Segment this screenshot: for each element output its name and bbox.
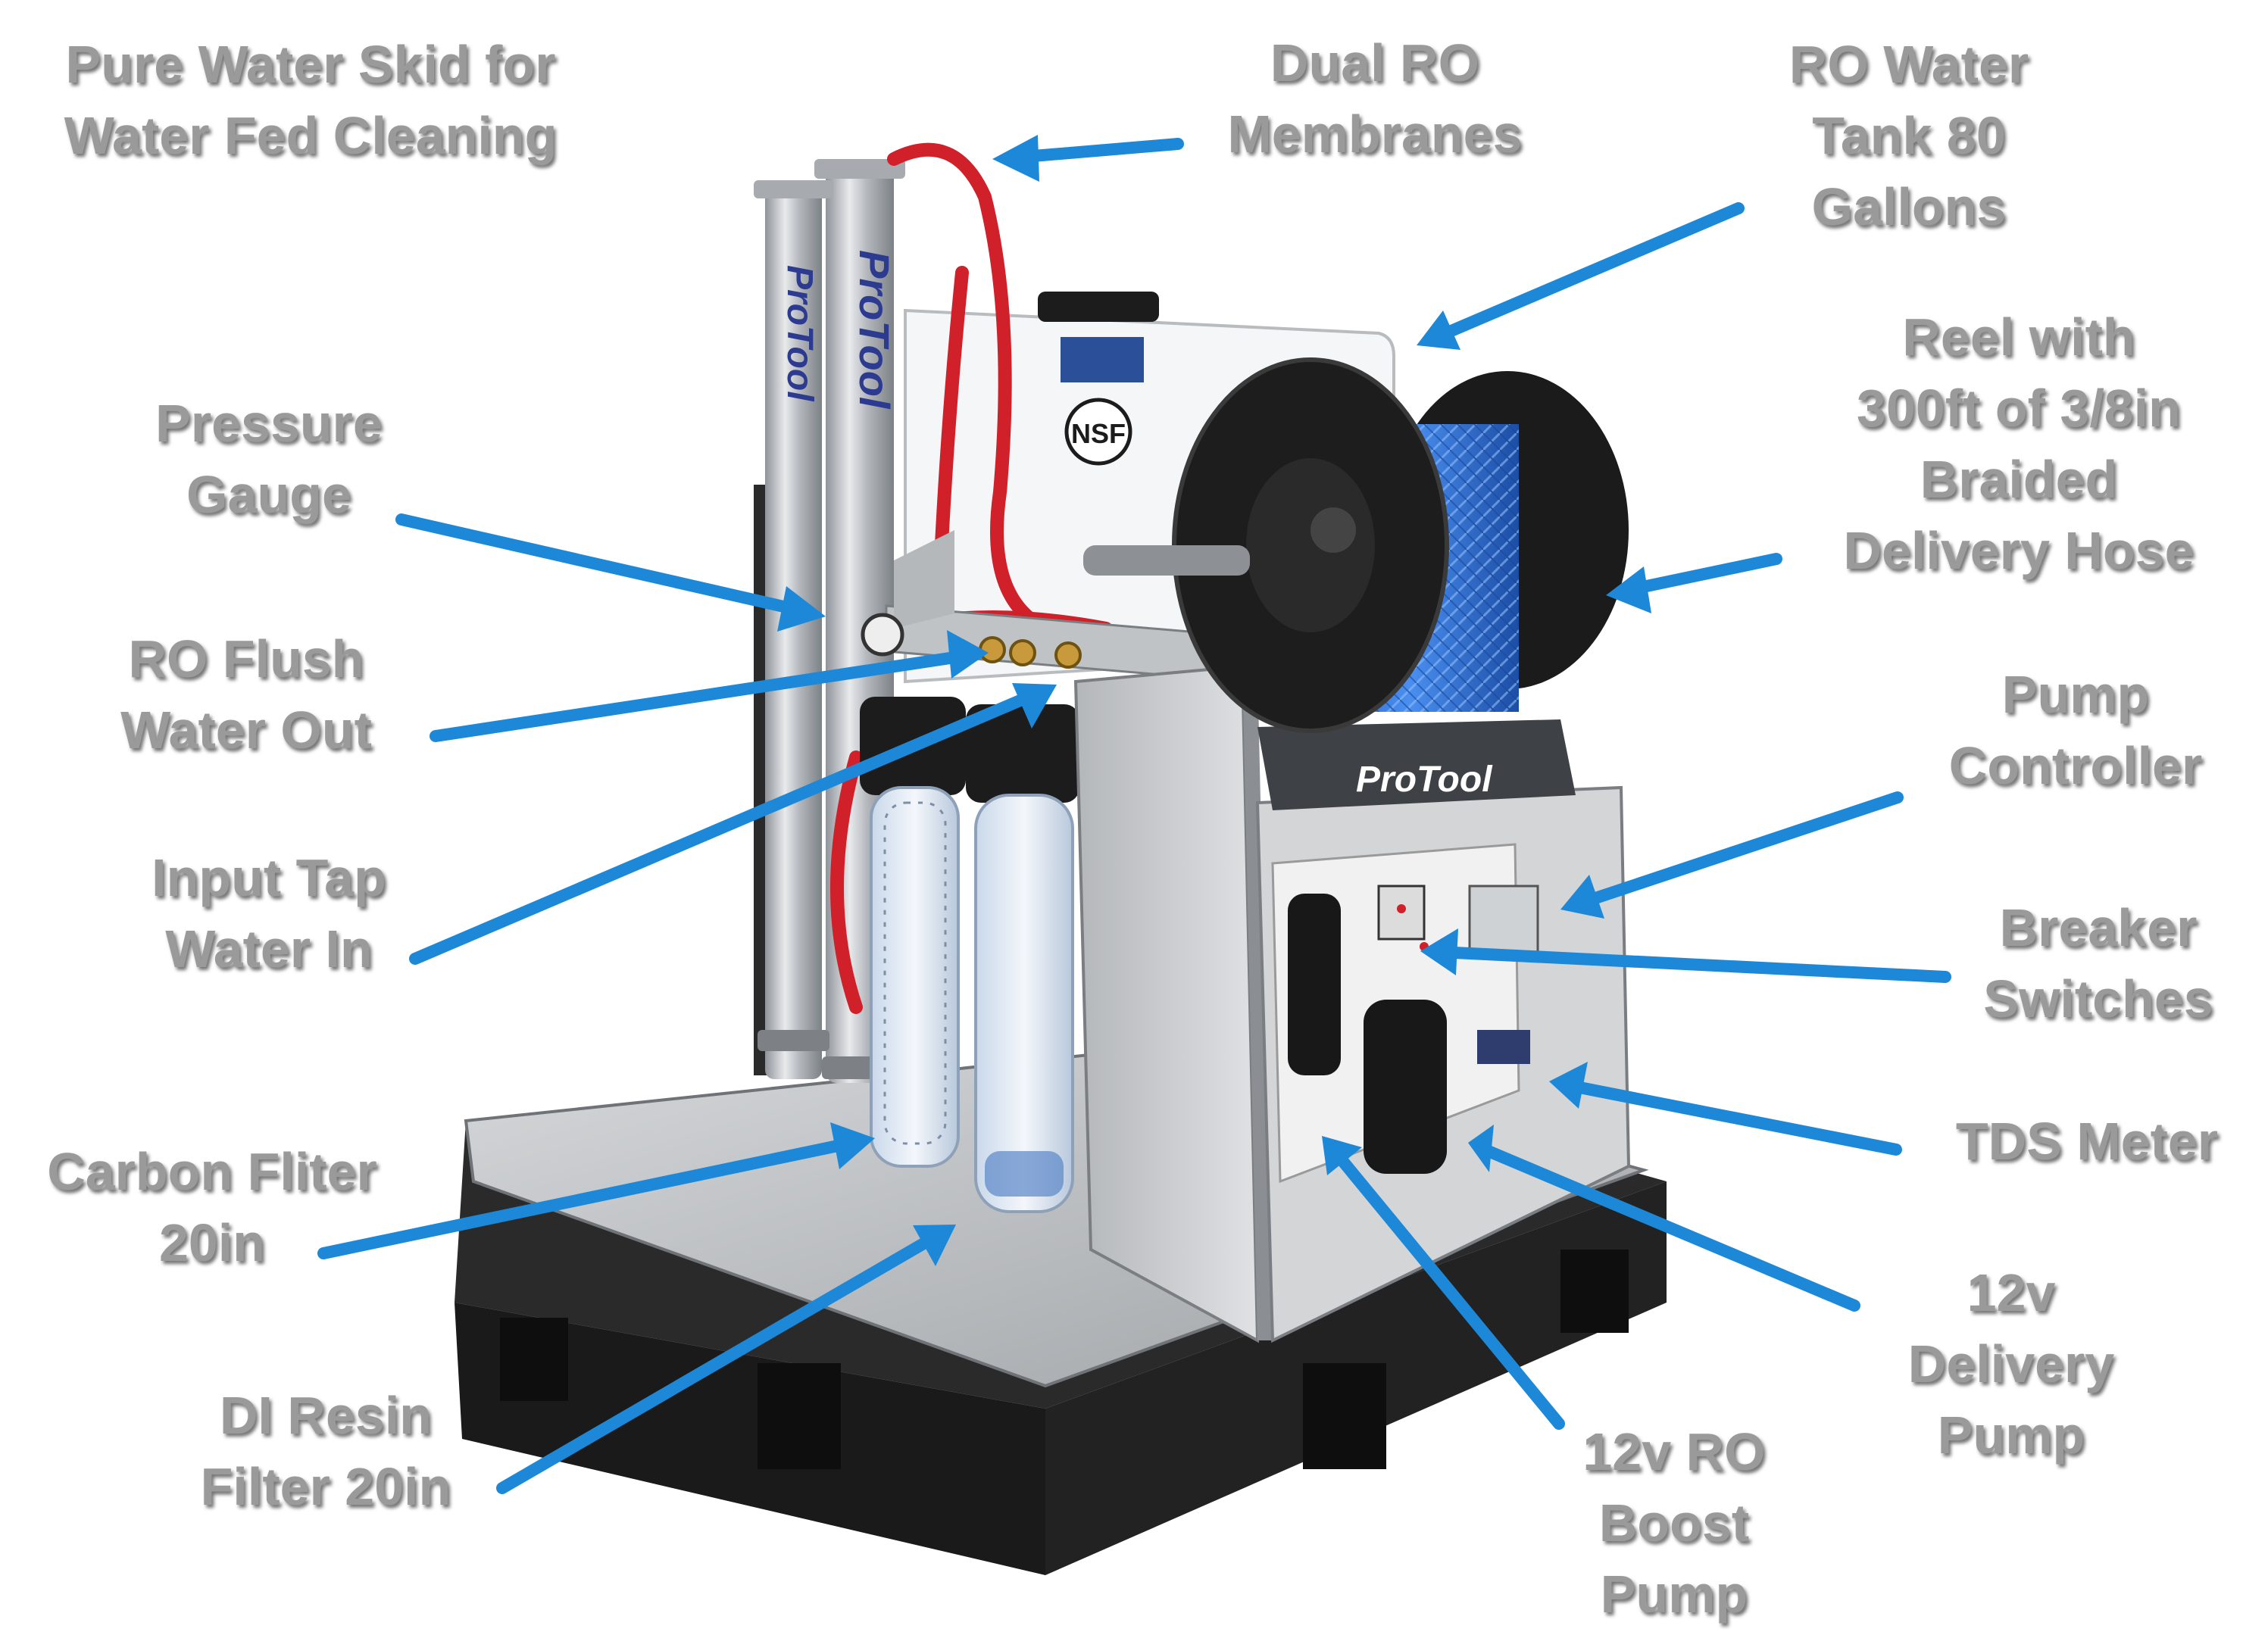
callout-pressure-gauge: Pressure Gauge xyxy=(114,388,424,530)
arrow-tds xyxy=(1562,1079,1902,1156)
arrow-boost-pump xyxy=(1327,1144,1565,1430)
callout-line: Carbon Fliter xyxy=(47,1142,377,1201)
swivel-inlet xyxy=(1083,545,1250,576)
arrow-dual-ro xyxy=(1009,138,1184,164)
callout-line: Water Out xyxy=(120,700,372,760)
membrane-brand-text: ProTool xyxy=(851,250,898,410)
boost-pump-body xyxy=(1288,894,1341,1075)
delivery-pump-body xyxy=(1364,1000,1447,1174)
callout-line: Reel with xyxy=(1902,307,2135,367)
callout-di-resin-filter: DI Resin Filter 20in xyxy=(167,1380,485,1522)
callout-line: 12v xyxy=(1967,1263,2056,1322)
pump-controller-box xyxy=(1468,885,1539,956)
filter-housings xyxy=(860,697,1079,1213)
title-line: Pure Water Skid for xyxy=(65,35,556,94)
membrane-brand-text-2: ProTool xyxy=(779,265,820,402)
callout-line: 20in xyxy=(158,1213,266,1272)
pressure-gauge-dial xyxy=(861,613,904,657)
callout-line: 12v RO xyxy=(1582,1422,1766,1481)
carbon-filter-canister xyxy=(870,786,960,1168)
arrow-ro-tank xyxy=(1426,202,1745,345)
callout-line: Boost xyxy=(1598,1493,1750,1552)
diagram-title: Pure Water Skid for Water Fed Cleaning xyxy=(23,29,598,171)
arrow-carbon xyxy=(317,1136,862,1259)
callout-line: 300ft of 3/8in xyxy=(1857,379,2181,438)
arrow-di-resin xyxy=(496,1228,945,1494)
callout-line: Braided xyxy=(1920,450,2118,509)
callout-dual-ro-membranes: Dual RO Membranes xyxy=(1178,27,1572,170)
callout-line: DI Resin xyxy=(219,1386,433,1445)
callout-12v-delivery-pump: 12v Delivery Pump xyxy=(1886,1257,2136,1471)
arrow-pressure-gauge xyxy=(395,513,813,618)
arrow-reel xyxy=(1619,553,1782,597)
callout-line: Gallons xyxy=(1811,177,2007,236)
callout-line: Input Tap xyxy=(152,848,386,907)
callout-line: Filter 20in xyxy=(200,1457,451,1516)
callout-line: Water In xyxy=(165,919,373,978)
reel-brand-text: ProTool xyxy=(1356,760,1493,800)
callout-line: Pressure xyxy=(155,394,383,453)
callout-line: Membranes xyxy=(1227,105,1523,164)
callout-line: Tank 80 xyxy=(1812,106,2006,165)
reel-base: ProTool xyxy=(1257,719,1576,810)
callout-arrows xyxy=(317,138,1951,1494)
callout-line: Gauge xyxy=(186,465,351,524)
arrow-delivery-pump xyxy=(1479,1144,1860,1312)
callout-line: RO Water xyxy=(1788,35,2029,94)
callout-line: Pump xyxy=(1937,1406,2085,1465)
arrow-breaker xyxy=(1433,946,1951,983)
callout-line: TDS Meter xyxy=(1955,1112,2219,1171)
callout-input-tap-water-in: Input Tap Water In xyxy=(114,842,424,984)
side-panel xyxy=(1073,664,1273,1343)
callout-line: Pump xyxy=(2001,665,2150,724)
callout-line: Delivery Hose xyxy=(1843,521,2195,580)
callout-line: Switches xyxy=(1983,969,2213,1028)
tank-label-text: NSF xyxy=(1071,418,1126,449)
callout-tds-meter: TDS Meter xyxy=(1917,1106,2257,1177)
arrow-ro-flush xyxy=(430,649,976,742)
callout-ro-water-tank: RO Water Tank 80 Gallons xyxy=(1746,29,2072,242)
callout-carbon-filter: Carbon Fliter 20in xyxy=(15,1136,409,1278)
arrow-pump-controller xyxy=(1573,791,1904,910)
callout-line: RO Flush xyxy=(128,629,364,688)
callout-arrowheads xyxy=(777,135,1651,1266)
callout-line: Controller xyxy=(1948,736,2203,795)
title-line: Water Fed Cleaning xyxy=(64,106,558,165)
callout-ro-flush-water-out: RO Flush Water Out xyxy=(76,623,417,766)
arrow-input-tap xyxy=(409,687,1044,965)
hose-reel xyxy=(1083,357,1629,733)
callout-line: Breaker xyxy=(1999,898,2198,957)
callout-hose-reel: Reel with 300ft of 3/8in Braided Deliver… xyxy=(1807,301,2231,586)
callout-pump-controller: Pump Controller xyxy=(1909,659,2242,801)
callout-line: Pump xyxy=(1600,1565,1748,1624)
callout-12v-ro-boost-pump: 12v RO Boost Pump xyxy=(1553,1416,1795,1630)
callout-line: Delivery xyxy=(1907,1334,2115,1393)
di-resin-filter-canister xyxy=(974,794,1074,1213)
callout-line: Dual RO xyxy=(1270,33,1480,92)
control-box xyxy=(1255,785,1631,1343)
tds-meter-display xyxy=(1477,1030,1530,1064)
callout-breaker-switches: Breaker Switches xyxy=(1954,892,2242,1034)
